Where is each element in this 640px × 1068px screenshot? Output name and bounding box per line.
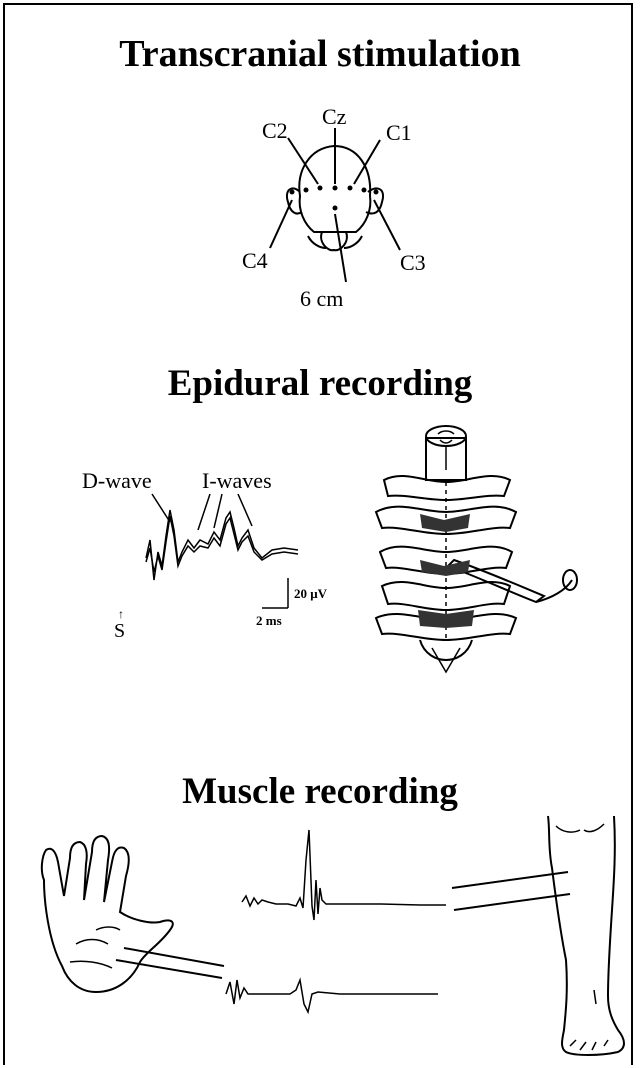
lower-emg-trace: [226, 980, 438, 1012]
electrode-label-c3: C3: [400, 250, 426, 275]
scale-bar: [262, 578, 288, 608]
hand-illustration: [42, 836, 173, 992]
stimulus-label: S: [114, 620, 125, 642]
d-wave-label: D-wave: [82, 468, 152, 493]
leg-illustration: [548, 816, 624, 1055]
i-waves-label: I-waves: [202, 468, 272, 493]
spine-illustration: [376, 426, 577, 672]
electrode-label-c1: C1: [386, 120, 412, 145]
amplitude-scale-label: 20 μV: [294, 586, 328, 601]
electrode-label-c4: C4: [242, 248, 268, 273]
mouth-left: [308, 236, 326, 248]
epidural-waveform: [146, 510, 298, 580]
electrode-label-c2: C2: [262, 118, 288, 143]
time-scale-label: 2 ms: [256, 613, 282, 628]
distance-label: 6 cm: [300, 286, 343, 311]
electrode-dots: [290, 186, 379, 211]
stimulus-arrow: ↑: [118, 607, 124, 621]
electrode-label-cz: Cz: [322, 104, 347, 129]
upper-emg-trace: [242, 830, 446, 920]
sacral-tip: [420, 640, 472, 660]
